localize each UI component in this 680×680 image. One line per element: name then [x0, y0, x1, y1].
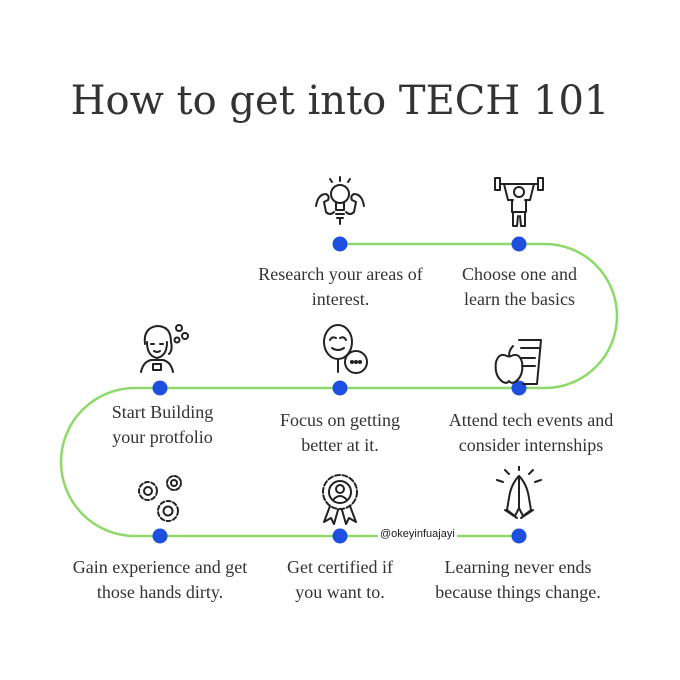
page-title: How to get into TECH 101 [70, 78, 610, 124]
step-label-choose: Choose one and learn the basics [462, 264, 577, 309]
step-label-learning: Learning never ends because things chang… [435, 557, 601, 602]
step-label-certified: Get certified if you want to. [287, 557, 393, 602]
gears-icon [132, 471, 188, 527]
node-certified [332, 528, 348, 544]
thinking-person-icon [135, 320, 191, 376]
node-focus [332, 380, 348, 396]
apple-juice-icon [491, 334, 547, 390]
step-label-focus: Focus on getting better at it. [280, 410, 400, 455]
node-portfolio [152, 380, 168, 396]
praying-hands-icon [491, 465, 547, 522]
node-experience [152, 528, 168, 544]
step-label-experience: Gain experience and get those hands dirt… [72, 557, 248, 602]
path-curve-left [59, 386, 160, 538]
node-learning [511, 528, 527, 544]
path-curve-right-top [519, 242, 619, 390]
node-choose [511, 236, 527, 252]
author-handle: @okeyinfuajayi [378, 528, 457, 540]
step-label-attend: Attend tech events and consider internsh… [448, 410, 614, 455]
mirror-chat-icon [316, 322, 372, 378]
lightbulb-flex-icon [312, 176, 368, 232]
node-research [332, 236, 348, 252]
weightlifter-icon [491, 174, 547, 230]
step-label-portfolio: Start Building your protfolio [111, 402, 214, 447]
step-label-research: Research your areas of interest. [258, 264, 423, 309]
certificate-badge-icon [312, 470, 368, 526]
